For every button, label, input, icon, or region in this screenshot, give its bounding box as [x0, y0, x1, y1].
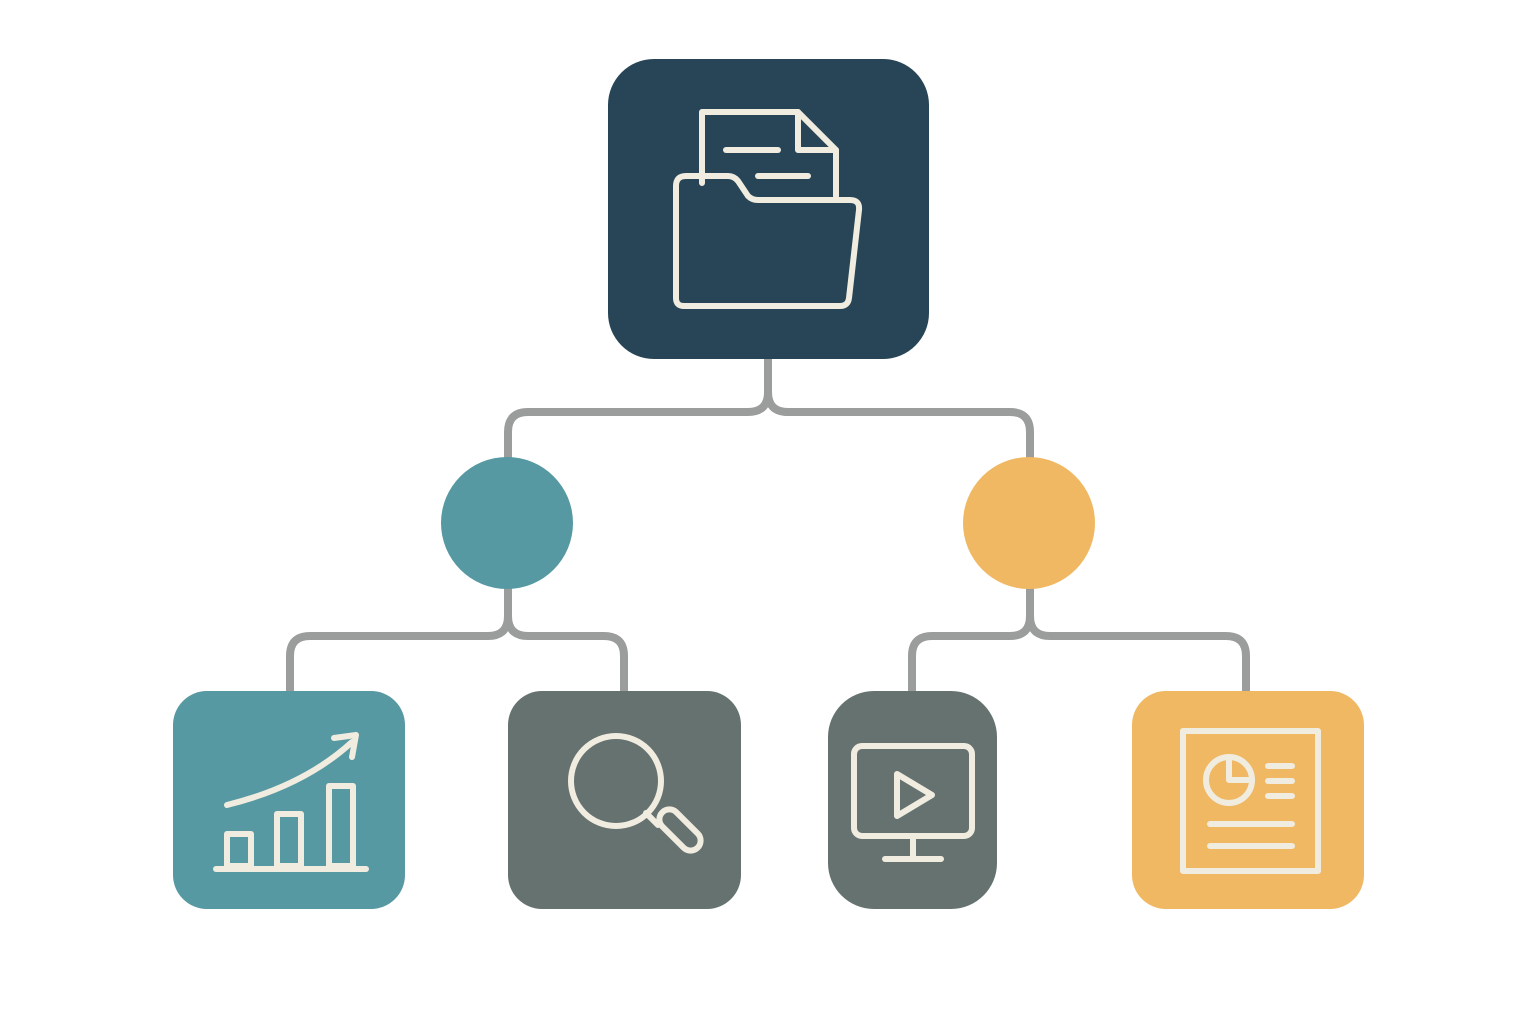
search-leaf-box — [508, 691, 741, 909]
folder-with-document-icon — [673, 109, 863, 309]
teal-branch-node — [441, 457, 573, 589]
root-node — [608, 59, 929, 359]
connectors — [286, 356, 1250, 696]
chart-leaf-node — [173, 691, 405, 909]
report-document-icon — [1180, 728, 1321, 874]
connector-left-branch-to-chart — [286, 584, 512, 696]
connector-root-to-left-branch — [504, 356, 772, 466]
report-leaf-box — [1132, 691, 1364, 909]
report-leaf-node — [1132, 691, 1364, 909]
video-leaf-node — [828, 691, 997, 909]
connector-root-to-right-branch — [764, 356, 1034, 466]
connector-right-branch-to-video — [908, 584, 1034, 696]
connector-right-branch-to-report — [1026, 584, 1250, 696]
growth-bar-chart-icon — [213, 732, 369, 872]
root-node-box — [608, 59, 929, 359]
amber-branch-node — [963, 457, 1095, 589]
magnifying-glass-icon — [568, 733, 704, 854]
chart-leaf-box — [173, 691, 405, 909]
video-monitor-icon — [851, 743, 975, 862]
connector-left-branch-to-search — [504, 584, 628, 696]
search-leaf-node — [508, 691, 741, 909]
